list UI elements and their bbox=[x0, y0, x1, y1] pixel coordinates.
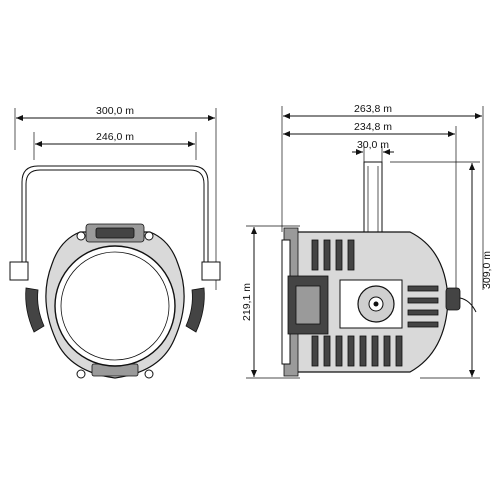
dim-line-body-depth bbox=[283, 126, 457, 290]
lens-front bbox=[54, 245, 176, 367]
dim-label-yoke-width: 246,0 m bbox=[96, 131, 134, 143]
dim-line-yoke-arm bbox=[352, 146, 394, 164]
dim-label-yoke-arm: 30,0 m bbox=[357, 139, 389, 151]
housing-side bbox=[281, 227, 477, 377]
front-view: 300,0 m 246,0 m bbox=[9, 105, 221, 379]
dim-label-total-width: 300,0 m bbox=[96, 105, 134, 117]
side-handles-front bbox=[25, 287, 205, 333]
dim-label-body-height: 219,1 m bbox=[241, 283, 253, 321]
dim-label-total-depth: 263,8 m bbox=[354, 103, 392, 115]
side-view: 263,8 m 234,8 m 30,0 m 219,1 m 309,0 bbox=[241, 103, 493, 379]
dim-line-total-width bbox=[14, 108, 217, 290]
dim-line-yoke-width bbox=[33, 132, 197, 160]
dim-label-body-depth: 234,8 m bbox=[354, 121, 392, 133]
cooling-fins bbox=[311, 239, 439, 367]
dim-line-total-depth bbox=[281, 106, 484, 290]
yoke-front bbox=[9, 165, 221, 281]
dim-line-total-height bbox=[390, 161, 480, 379]
dim-line-body-height bbox=[246, 225, 300, 379]
dim-label-total-height: 309,0 m bbox=[481, 251, 493, 289]
